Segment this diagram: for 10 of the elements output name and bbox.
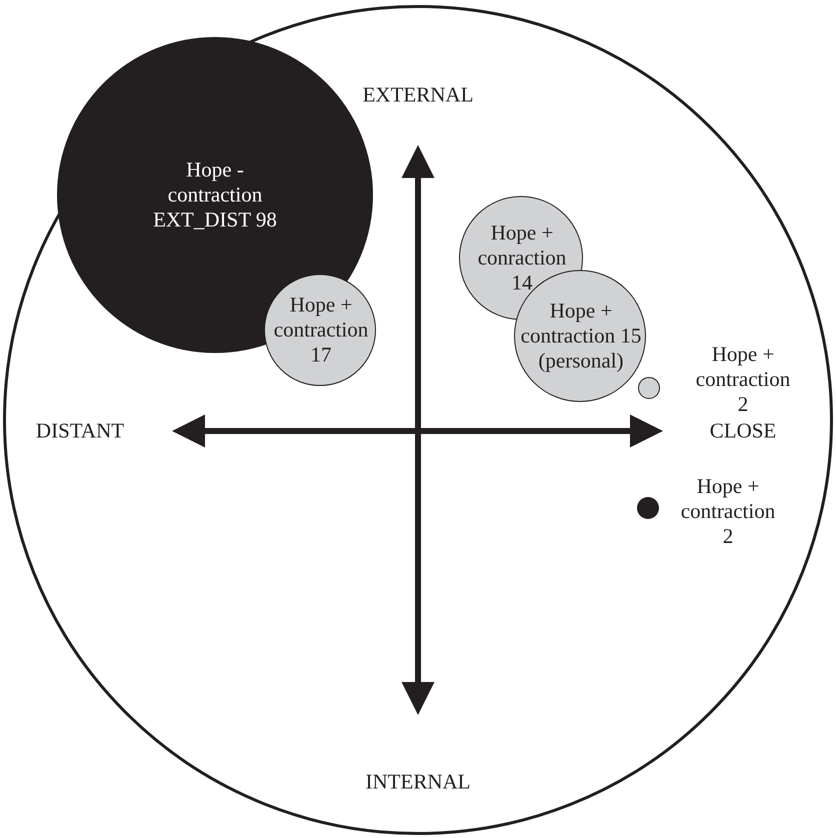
bubble-label: Hope + contraction 17 <box>272 292 370 368</box>
axis-label: INTERNAL <box>366 770 470 794</box>
bubble-label: Hope + contraction 15 (personal) <box>520 298 642 374</box>
bubble-label: Hope + contraction 2 <box>694 342 792 416</box>
axis-label: EXTERNAL <box>362 82 474 108</box>
bubble-label: Hope - contraction EXT_DIST 98 <box>152 158 278 232</box>
axis-label: CLOSE <box>710 418 776 444</box>
bubble-label: Hope + contraction 2 <box>680 474 776 548</box>
axis-label: DISTANT <box>36 418 124 444</box>
bubble-label: Hope + conraction 14 <box>476 220 568 296</box>
